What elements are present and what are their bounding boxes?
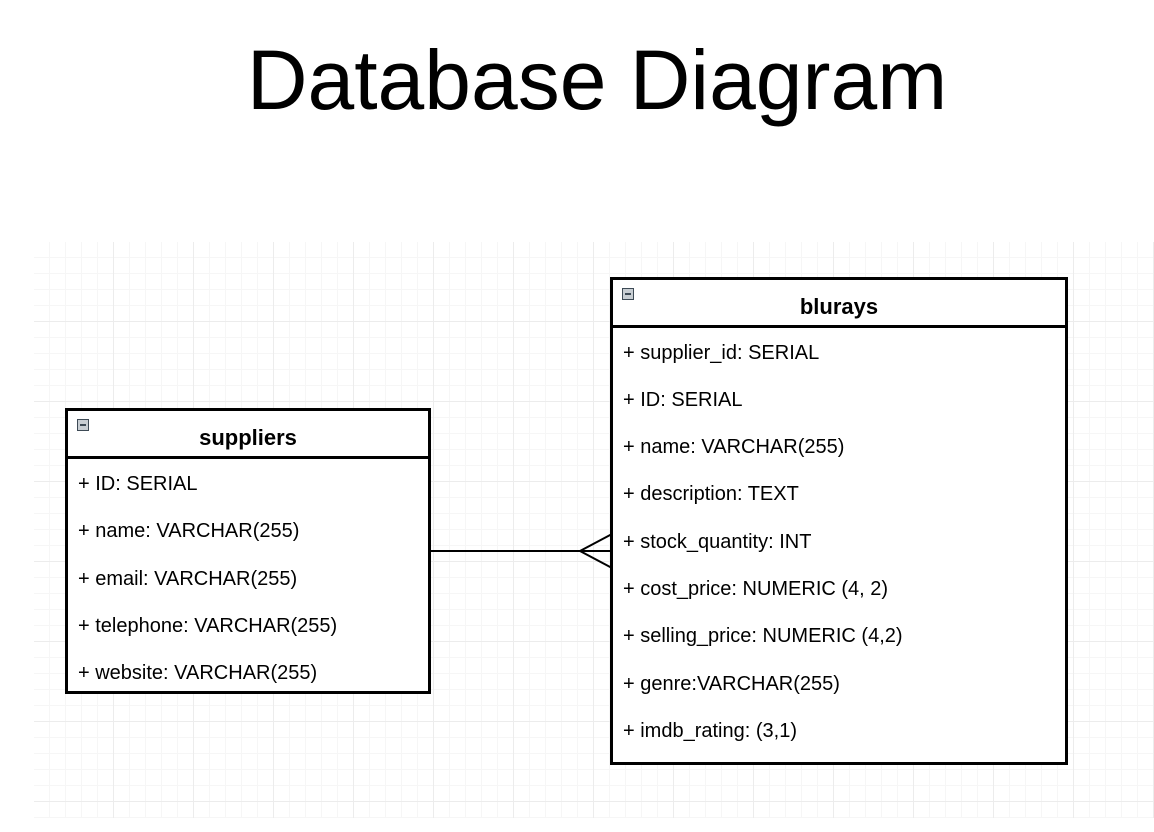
field-row[interactable]: + ID: SERIAL [623, 389, 743, 411]
field-row[interactable]: + cost_price: NUMERIC (4, 2) [623, 578, 889, 600]
collapse-icon[interactable] [77, 419, 89, 431]
entity-header-suppliers[interactable]: suppliers [68, 411, 428, 459]
field-row[interactable]: + email: VARCHAR(255) [78, 568, 298, 590]
crows-foot-many-end [579, 533, 613, 569]
field-row[interactable]: + name: VARCHAR(255) [623, 436, 845, 458]
entity-title-blurays: blurays [799, 294, 879, 319]
entity-suppliers[interactable]: suppliers + ID: SERIAL + name: VARCHAR(2… [65, 408, 431, 694]
field-row[interactable]: + description: TEXT [623, 483, 799, 505]
page-title: Database Diagram [246, 33, 948, 127]
field-row[interactable]: + selling_price: NUMERIC (4,2) [623, 625, 903, 647]
field-row[interactable]: + name: VARCHAR(255) [78, 520, 300, 542]
field-row[interactable]: + genre:VARCHAR(255) [623, 673, 840, 695]
entity-title-suppliers: suppliers [199, 425, 297, 450]
collapse-icon[interactable] [622, 288, 634, 300]
field-row[interactable]: + stock_quantity: INT [623, 531, 812, 553]
field-row[interactable]: + telephone: VARCHAR(255) [78, 615, 338, 637]
field-row[interactable]: + website: VARCHAR(255) [78, 662, 318, 684]
field-row[interactable]: + ID: SERIAL [78, 473, 198, 495]
entity-header-blurays[interactable]: blurays [613, 280, 1065, 328]
field-row[interactable]: + imdb_rating: (3,1) [623, 720, 797, 742]
entity-blurays[interactable]: blurays + supplier_id: SERIAL + ID: SERI… [610, 277, 1068, 765]
field-row[interactable]: + supplier_id: SERIAL [623, 342, 820, 364]
